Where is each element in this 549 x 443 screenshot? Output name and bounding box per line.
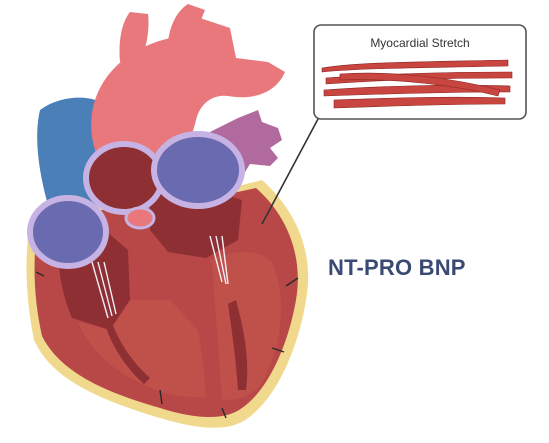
pulmonary-valve xyxy=(86,144,162,212)
callout-title: Myocardial Stretch xyxy=(314,36,526,50)
biomarker-label: NT-PRO BNP xyxy=(328,255,466,281)
mitral-valve xyxy=(154,134,242,206)
tricuspid-valve xyxy=(30,198,106,266)
aortic-valve-small xyxy=(126,208,154,228)
